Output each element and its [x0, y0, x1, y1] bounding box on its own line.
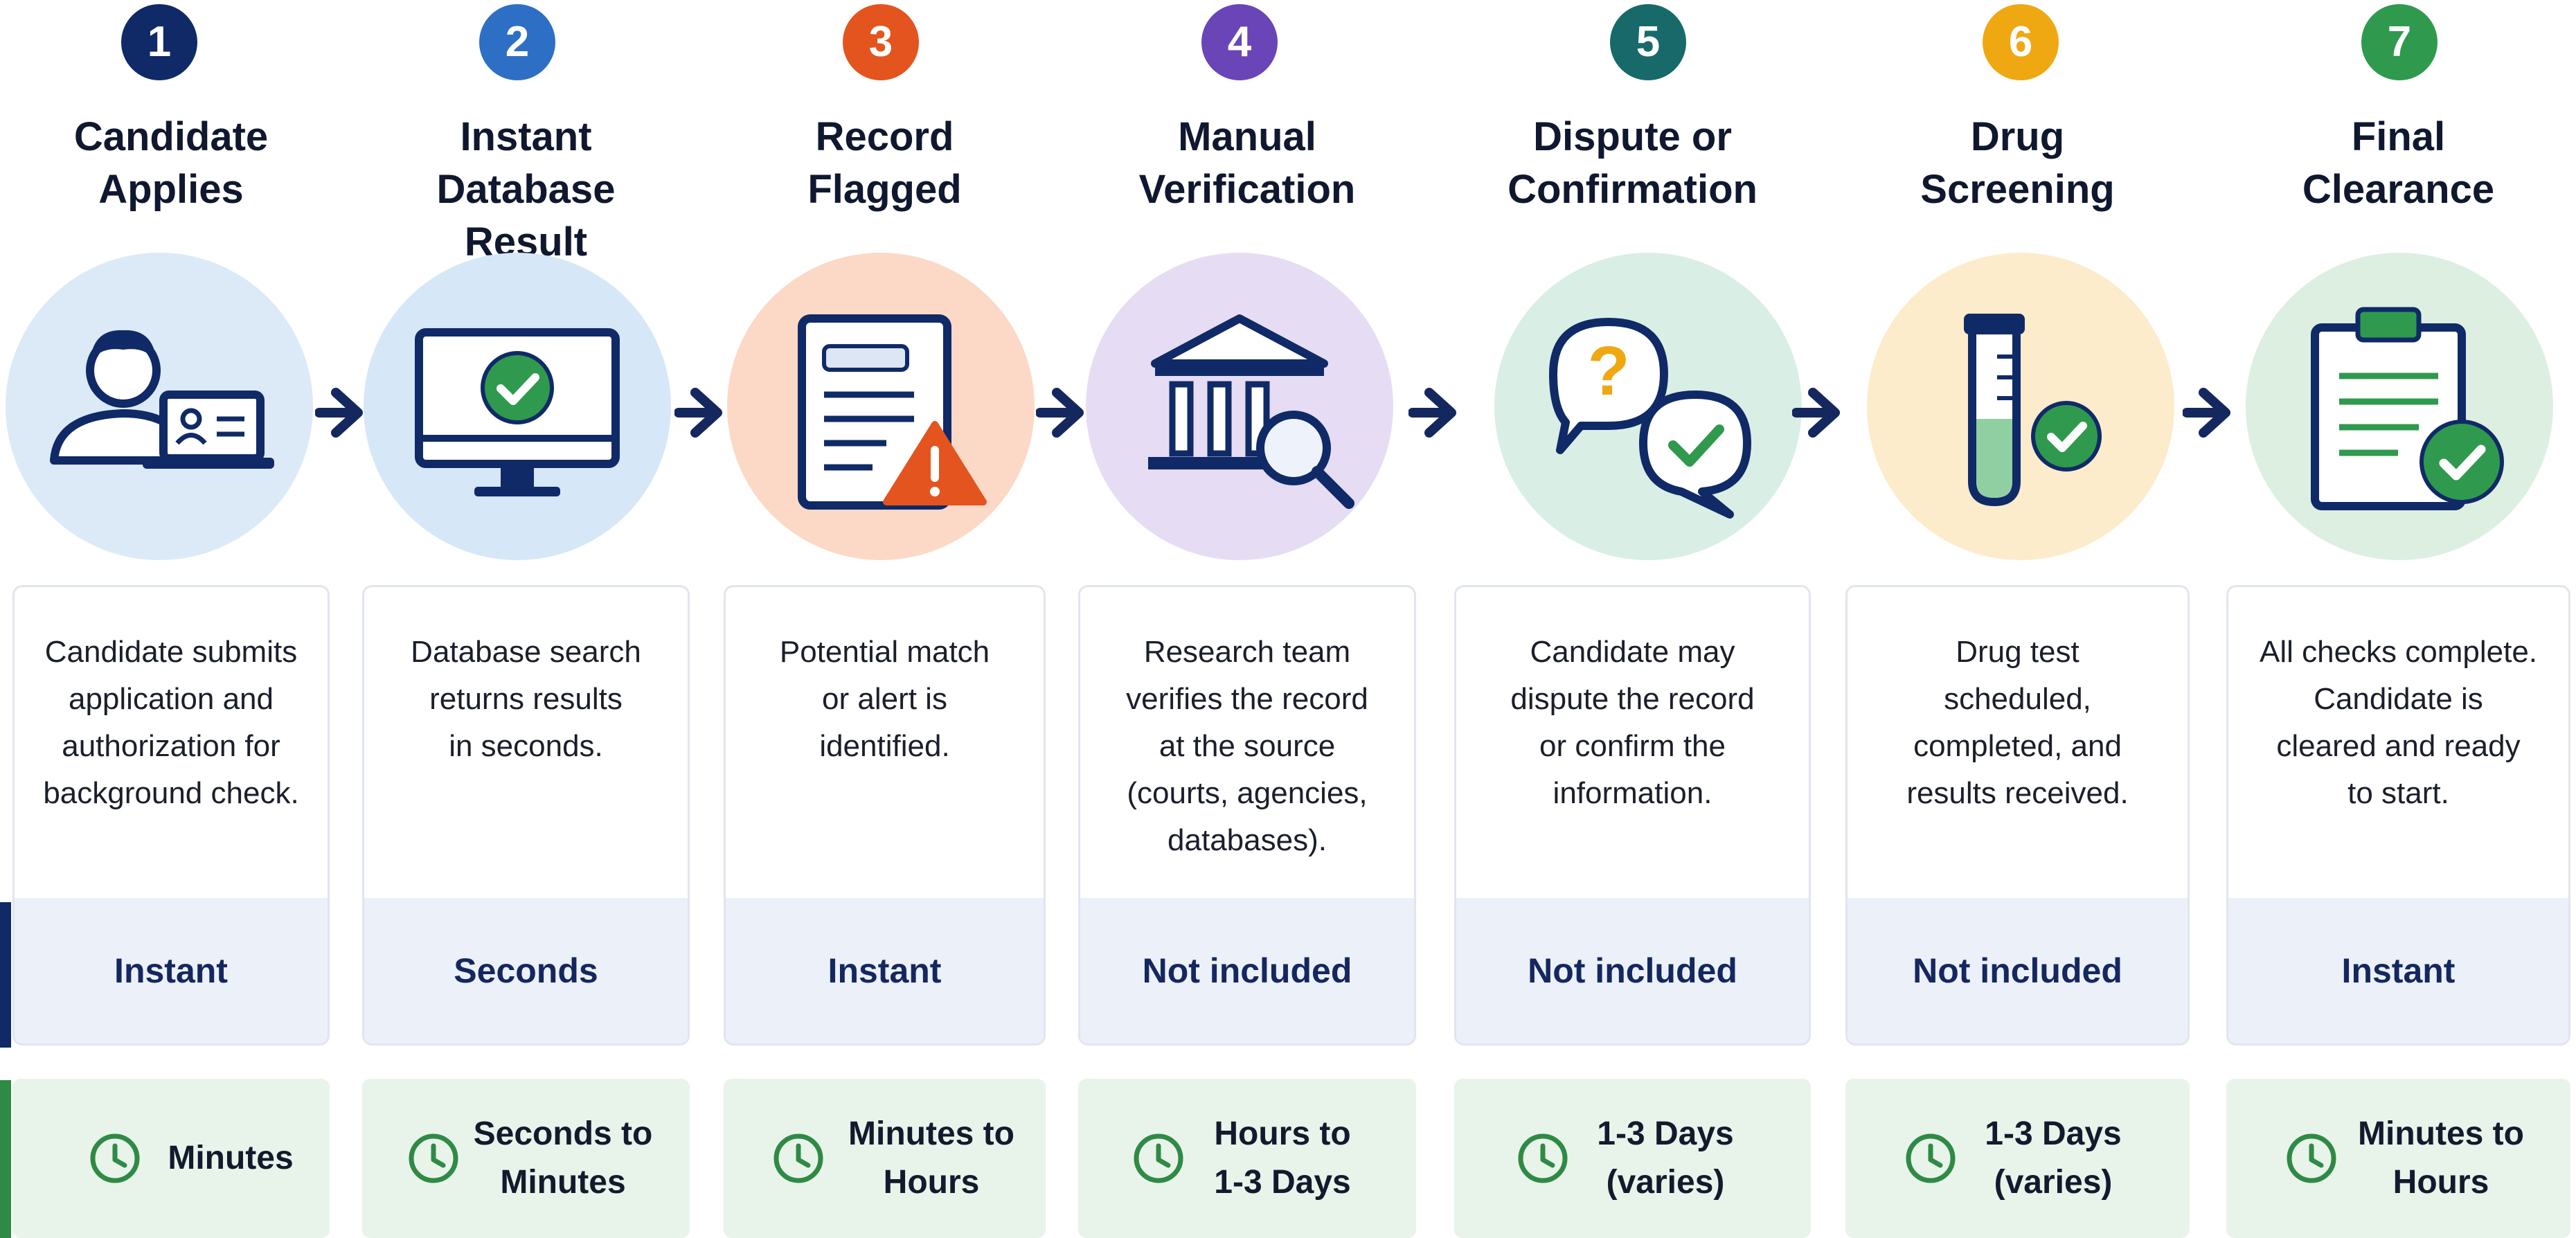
arrow-right-icon [674, 388, 722, 438]
automation-status: Seconds [364, 898, 688, 1043]
time-estimate-label: 1-3 Days (varies) [1597, 1115, 1734, 1201]
step-description: Database search returns results in secon… [411, 635, 641, 763]
time-estimate-label: Minutes [168, 1140, 294, 1176]
courthouse-magnifier-icon [1148, 314, 1354, 509]
time-estimate-label: Minutes to Hours [2358, 1115, 2524, 1201]
automation-status: Instant [726, 898, 1044, 1043]
step-card: Candidate submits application and author… [12, 585, 330, 1046]
step-number-badge: 7 [2361, 4, 2438, 80]
automation-row-marker [0, 902, 11, 1048]
step-card: Potential match or alert is identified. I… [724, 585, 1046, 1046]
step-title: Record Flagged [807, 114, 962, 212]
step-illustration [727, 253, 1035, 560]
speech-bubbles-icon: ? [1549, 318, 1751, 519]
arrow-right-icon [2183, 388, 2230, 438]
monitor-check-icon [415, 328, 620, 496]
time-estimate-label: 1-3 Days (varies) [1985, 1115, 2122, 1201]
document-warning-icon [798, 314, 987, 510]
step-card: Database search returns results in secon… [362, 585, 690, 1046]
automation-status: Instant [2228, 898, 2568, 1043]
step-card: Candidate may dispute the record or conf… [1454, 585, 1811, 1046]
test-tube-check-icon [1964, 314, 2102, 507]
clock-icon [1517, 1132, 1569, 1185]
step-number-badge: 3 [843, 4, 919, 80]
step-illustration [1867, 253, 2174, 560]
clock-icon [407, 1132, 460, 1185]
arrow-right-icon [315, 388, 363, 438]
arrow-right-icon [1036, 388, 1084, 438]
step-description: Drug test scheduled, completed, and resu… [1906, 635, 2129, 810]
clipboard-check-icon [2311, 307, 2504, 510]
step-illustration [2246, 253, 2553, 560]
time-estimate: Seconds to Minutes [362, 1079, 690, 1238]
person-laptop-icon [50, 330, 274, 469]
svg-text:?: ? [1587, 332, 1629, 410]
time-estimate: 1-3 Days (varies) [1454, 1079, 1811, 1238]
step-illustration [364, 253, 671, 560]
clock-icon [89, 1132, 141, 1185]
step-title: Manual Verification [1138, 114, 1356, 212]
clock-icon [1132, 1132, 1185, 1185]
step-card: Drug test scheduled, completed, and resu… [1845, 585, 2190, 1046]
step-card: Research team verifies the record at the… [1078, 585, 1416, 1046]
automation-status: Not included [1456, 898, 1809, 1043]
time-estimate-label: Hours to 1-3 Days [1214, 1115, 1351, 1201]
step-description: Candidate submits application and author… [43, 635, 299, 810]
time-estimate: Minutes to Hours [724, 1079, 1046, 1238]
step-description: Research team verifies the record at the… [1126, 635, 1368, 857]
arrow-right-icon [1792, 388, 1840, 438]
step-title: Candidate Applies [73, 114, 269, 212]
arrow-right-icon [1408, 388, 1456, 438]
time-row-marker [0, 1080, 11, 1238]
step-title: Instant Database Result [436, 114, 616, 264]
clock-icon [2285, 1132, 2338, 1185]
time-estimate-label: Minutes to Hours [848, 1115, 1014, 1201]
time-estimate: 1-3 Days (varies) [1845, 1079, 2190, 1238]
time-estimate: Minutes [12, 1079, 330, 1238]
step-description: All checks complete. Candidate is cleare… [2259, 635, 2538, 810]
step-number-badge: 5 [1610, 4, 1686, 80]
step-number-badge: 4 [1201, 4, 1278, 80]
time-estimate-label: Seconds to Minutes [473, 1115, 653, 1201]
clock-icon [772, 1132, 825, 1185]
time-estimate: Minutes to Hours [2226, 1079, 2570, 1238]
step-card: All checks complete. Candidate is cleare… [2226, 585, 2570, 1046]
automation-status: Not included [1848, 898, 2188, 1043]
step-number-badge: 6 [1983, 4, 2059, 80]
step-number-badge: 1 [121, 4, 197, 80]
step-number-badge: 2 [479, 4, 555, 80]
step-illustration [1086, 253, 1393, 560]
time-estimate: Hours to 1-3 Days [1078, 1079, 1416, 1238]
step-illustration [6, 253, 313, 560]
step-title: Dispute or Confirmation [1508, 114, 1757, 212]
automation-status: Not included [1080, 898, 1414, 1043]
step-title: Final Clearance [2302, 114, 2495, 212]
step-description: Potential match or alert is identified. [779, 635, 990, 763]
automation-status: Instant [15, 898, 328, 1043]
step-illustration: ? [1494, 253, 1802, 560]
step-title: Drug Screening [1920, 114, 2115, 212]
step-description: Candidate may dispute the record or conf… [1510, 635, 1755, 810]
clock-icon [1904, 1132, 1957, 1185]
